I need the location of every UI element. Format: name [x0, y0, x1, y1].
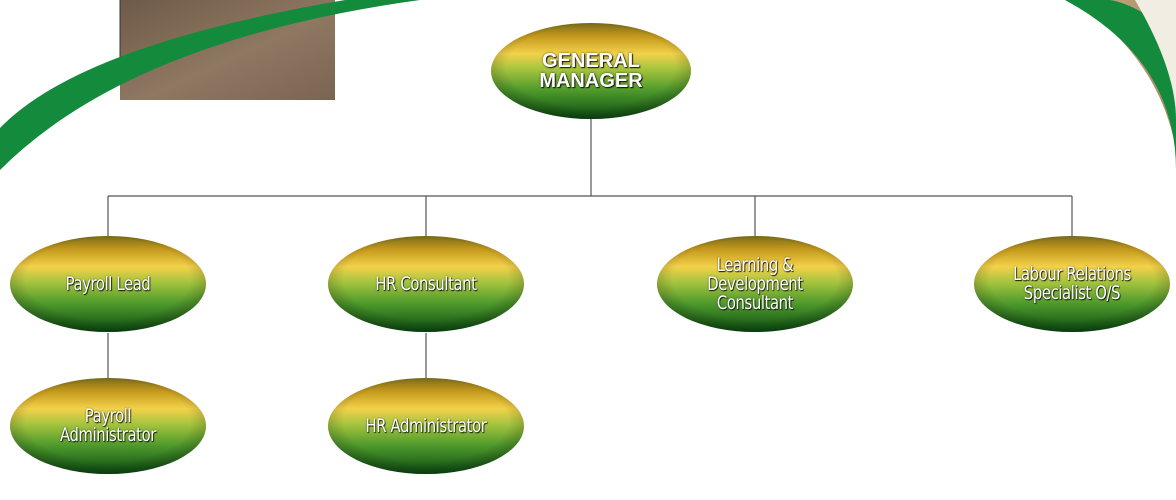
ellipse-general-manager: [491, 23, 691, 119]
node-labour-relations-specialist: Labour Relations Specialist O/S: [974, 236, 1170, 332]
node-hr-administrator: HR Administrator: [328, 378, 524, 474]
node-hr-administrator-label: HR Administrator: [365, 414, 487, 437]
node-payroll-lead-label: Payroll Lead: [65, 272, 151, 295]
node-payroll-administrator-label: Payroll Administrator: [60, 405, 156, 446]
ellipse-payroll-administrator: [10, 378, 206, 474]
ellipse-learning-development: [657, 236, 853, 332]
node-learning-development-consultant-label: Learning & Development Consultant: [707, 253, 803, 314]
node-payroll-administrator: Payroll Administrator: [10, 378, 206, 474]
node-general-manager: GENERAL MANAGER: [491, 23, 691, 119]
node-learning-development-consultant: Learning & Development Consultant: [657, 236, 853, 332]
ellipse-hr-consultant: [328, 236, 524, 332]
ellipse-labour-relations: [974, 236, 1170, 332]
ellipse-hr-administrator: [328, 378, 524, 474]
node-ellipses: [10, 23, 1170, 474]
green-swoosh-right: [1065, 0, 1176, 170]
green-swoosh-left: [0, 0, 420, 170]
node-labour-relations-specialist-label: Labour Relations Specialist O/S: [1013, 263, 1131, 304]
white-sweep-right: [1135, 0, 1176, 120]
connector-lines: [107, 117, 1073, 378]
ellipse-payroll-lead: [10, 236, 206, 332]
node-hr-consultant-label: HR Consultant: [375, 272, 477, 295]
node-hr-consultant: HR Consultant: [328, 236, 524, 332]
node-general-manager-label: GENERAL MANAGER: [539, 50, 643, 92]
node-payroll-lead: Payroll Lead: [10, 236, 206, 332]
